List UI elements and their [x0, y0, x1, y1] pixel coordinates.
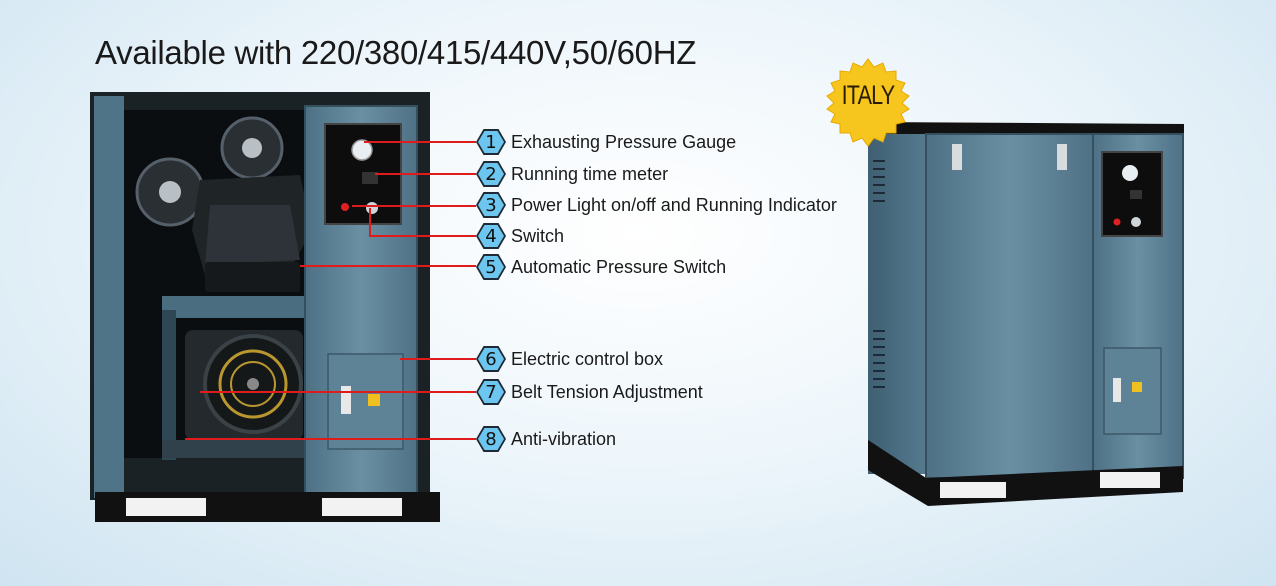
callout-label: Switch	[511, 225, 565, 246]
callout-label: Exhausting Pressure Gauge	[511, 131, 737, 152]
callout-label: Anti-vibration	[511, 428, 617, 449]
callout-switch: 4 Switch	[476, 222, 564, 250]
callout-exhausting-pressure-gauge: 1 Exhausting Pressure Gauge	[476, 128, 736, 156]
italy-badge: ITALY	[841, 79, 896, 110]
callout-number-badge: 5	[476, 254, 506, 280]
callout-label: Automatic Pressure Switch	[511, 256, 727, 277]
callout-anti-vibration: 8 Anti-vibration	[476, 425, 616, 453]
callout-power-light: 3 Power Light on/off and Running Indicat…	[476, 191, 837, 219]
callout-label: Belt Tension Adjustment	[511, 381, 703, 402]
compressor-pump-head	[135, 116, 312, 292]
callout-automatic-pressure-switch: 5 Automatic Pressure Switch	[476, 253, 726, 281]
callout-number-badge: 1	[476, 129, 506, 155]
callout-belt-tension-adjustment: 7 Belt Tension Adjustment	[476, 378, 703, 406]
leader-lines	[185, 141, 476, 440]
headline: Available with 220/380/415/440V,50/60HZ	[95, 34, 697, 71]
italy-badge-starburst	[826, 58, 910, 147]
callout-number-badge: 2	[476, 161, 506, 187]
callout-label: Running time meter	[511, 163, 669, 184]
callout-number-badge: 4	[476, 223, 506, 249]
callout-number-badge: 7	[476, 379, 506, 405]
closed-compressor-cabinet	[868, 122, 1184, 506]
open-compressor-cabinet	[90, 92, 440, 522]
callout-number-badge: 3	[476, 192, 506, 218]
callout-running-time-meter: 2 Running time meter	[476, 160, 668, 188]
callout-number-badge: 6	[476, 346, 506, 372]
callout-number-badge: 8	[476, 426, 506, 452]
callout-label: Electric control box	[511, 348, 664, 369]
electric-motor	[185, 330, 303, 440]
callout-label: Power Light on/off and Running Indicator	[511, 194, 837, 215]
callout-electric-control-box: 6 Electric control box	[476, 345, 663, 373]
